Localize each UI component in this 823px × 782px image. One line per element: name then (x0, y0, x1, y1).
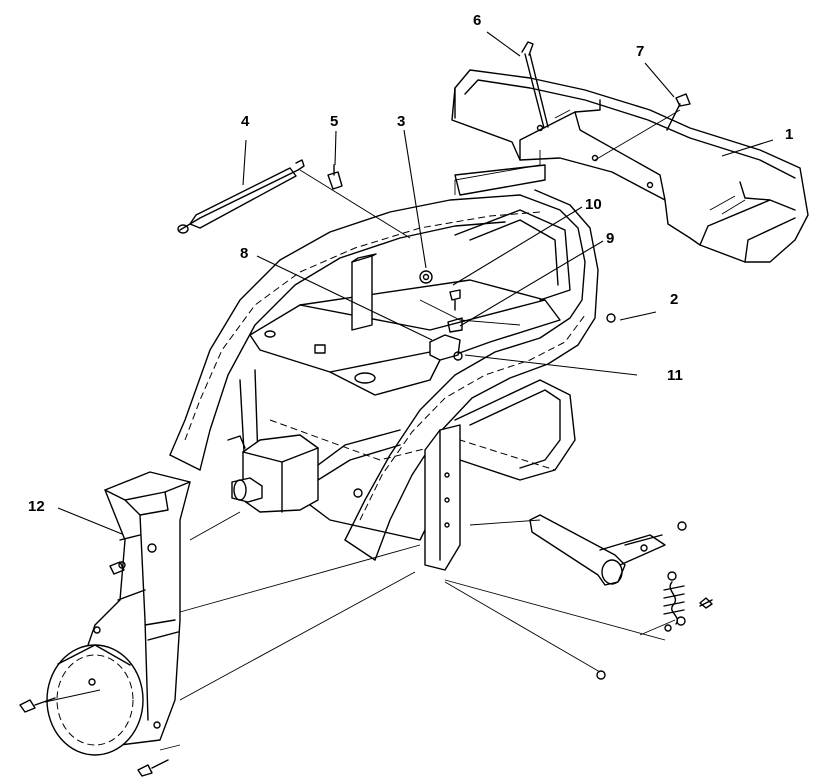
gearbox (227, 429, 401, 513)
callout-3: 3 (397, 113, 405, 130)
bracket-8-9 (429, 317, 463, 361)
misc-fasteners (19, 488, 713, 777)
tractor-frame (169, 164, 599, 571)
lift-arm-assembly (529, 514, 713, 632)
gas-spring (177, 159, 305, 234)
assembly-lines (44, 109, 681, 751)
callout-4: 4 (241, 113, 250, 130)
bolt-10 (449, 289, 461, 311)
callout-2: 2 (670, 291, 678, 308)
nut-2 (606, 313, 616, 323)
callout-labels: 1 2 3 4 5 6 7 8 9 10 11 12 (28, 12, 793, 515)
leader-lines (57, 31, 774, 535)
bumper-tray (451, 69, 809, 263)
ball-stud (327, 164, 343, 190)
callout-8: 8 (240, 245, 248, 262)
callout-6: 6 (473, 12, 481, 29)
bolt-7 (666, 93, 691, 131)
bolt-6 (521, 41, 549, 129)
callout-11: 11 (667, 367, 683, 384)
nut-3 (419, 270, 433, 284)
callout-1: 1 (785, 126, 793, 143)
callout-9: 9 (606, 230, 614, 247)
callout-5: 5 (330, 113, 338, 130)
callout-7: 7 (636, 43, 644, 60)
callout-12: 12 (28, 498, 45, 515)
callout-10: 10 (585, 196, 602, 213)
discharge-chute (46, 471, 191, 756)
